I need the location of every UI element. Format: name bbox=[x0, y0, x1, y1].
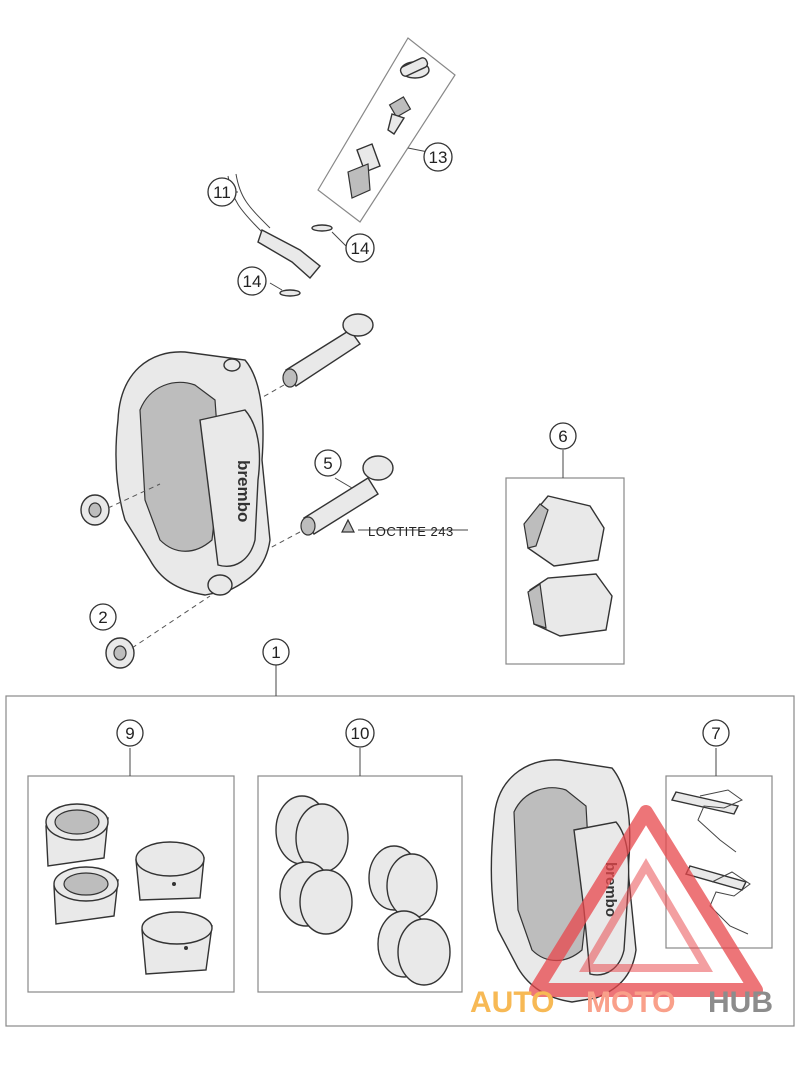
caliper-brand-label: brembo bbox=[234, 460, 253, 522]
callout-label: 10 bbox=[351, 724, 370, 743]
piston bbox=[45, 803, 109, 867]
watermark-text: AUTO MOTO HUB bbox=[470, 986, 773, 1019]
pistons-kit bbox=[27, 748, 235, 993]
callout-13: 13 bbox=[423, 142, 453, 172]
pad-pins-kit bbox=[665, 748, 773, 949]
callout-label: 14 bbox=[243, 272, 262, 291]
bleed-kit-frame bbox=[317, 37, 456, 223]
loctite-drop-icon bbox=[341, 518, 355, 533]
bleed-screw-kit bbox=[317, 37, 456, 223]
piston bbox=[141, 911, 213, 975]
brake-caliper: brembo bbox=[115, 351, 271, 596]
callout-2: 2 bbox=[89, 603, 117, 631]
callout-1: 1 bbox=[262, 638, 290, 666]
seal-washer-lower bbox=[279, 289, 301, 297]
callout-label: 9 bbox=[125, 724, 134, 743]
caliper-front-plate bbox=[199, 409, 261, 567]
watermark-part2: MOTO bbox=[586, 986, 675, 1019]
pad-pin bbox=[670, 791, 740, 815]
loctite-note: LOCTITE 243 bbox=[341, 518, 468, 539]
bleed-valve-head bbox=[388, 96, 412, 118]
callout-label: 11 bbox=[213, 183, 231, 202]
callout-label: 14 bbox=[351, 239, 370, 258]
callout-label: 2 bbox=[98, 608, 107, 627]
seals-kit bbox=[257, 748, 463, 993]
bleed-screw-thread bbox=[347, 163, 371, 199]
upper-bolt-tip bbox=[282, 368, 298, 388]
pad-pins-frame bbox=[665, 775, 773, 949]
lower-bolt-tip bbox=[300, 516, 316, 536]
brake-pads-kit bbox=[505, 450, 625, 665]
bleed-screw-hex bbox=[356, 143, 381, 173]
callout-label: 5 bbox=[323, 454, 332, 473]
caliper-upper-mount-hole bbox=[223, 358, 241, 372]
callout-14-lower: 14 bbox=[237, 266, 267, 296]
kit-outer-box bbox=[5, 695, 795, 1027]
caliper-lower-mount-hole bbox=[207, 574, 233, 596]
spacer-left bbox=[80, 483, 161, 526]
spacer-2 bbox=[105, 595, 211, 669]
watermark-triangle-icon bbox=[529, 805, 763, 997]
bleed-cap-body bbox=[399, 57, 429, 77]
pistons-frame bbox=[27, 775, 235, 993]
seal-ring bbox=[299, 869, 353, 935]
upper-mounting-bolt bbox=[239, 313, 374, 411]
loctite-label: LOCTITE 243 bbox=[368, 524, 454, 539]
callout-11: 11 bbox=[207, 177, 237, 207]
watermark-part1: AUTO bbox=[470, 986, 554, 1019]
callout-label: 6 bbox=[558, 427, 567, 446]
upper-bolt-head bbox=[342, 313, 374, 337]
piston bbox=[135, 841, 205, 901]
repair-kit-frame bbox=[5, 664, 795, 1027]
brake-line bbox=[226, 173, 321, 280]
piston bbox=[53, 866, 119, 925]
callout-6: 6 bbox=[549, 422, 577, 450]
lower-bolt-head bbox=[362, 455, 394, 481]
watermark-part3: HUB bbox=[708, 986, 773, 1019]
bleed-valve-tip bbox=[387, 113, 406, 135]
brake-pads-frame bbox=[505, 477, 625, 665]
callout-7: 7 bbox=[702, 719, 730, 747]
callout-10: 10 bbox=[345, 718, 375, 748]
callout-label: 1 bbox=[271, 643, 280, 662]
callout-label: 7 bbox=[711, 724, 720, 743]
seal-ring bbox=[386, 853, 438, 919]
seal-washer-upper bbox=[311, 224, 333, 232]
callout-9: 9 bbox=[116, 719, 144, 747]
callout-14-upper: 14 bbox=[345, 233, 375, 263]
callout-label: 13 bbox=[429, 148, 448, 167]
seal-ring bbox=[397, 918, 451, 986]
lower-mounting-bolt bbox=[269, 455, 394, 549]
watermark-logo bbox=[529, 805, 763, 997]
banjo-fitting bbox=[257, 228, 321, 280]
callout-5: 5 bbox=[314, 449, 342, 477]
